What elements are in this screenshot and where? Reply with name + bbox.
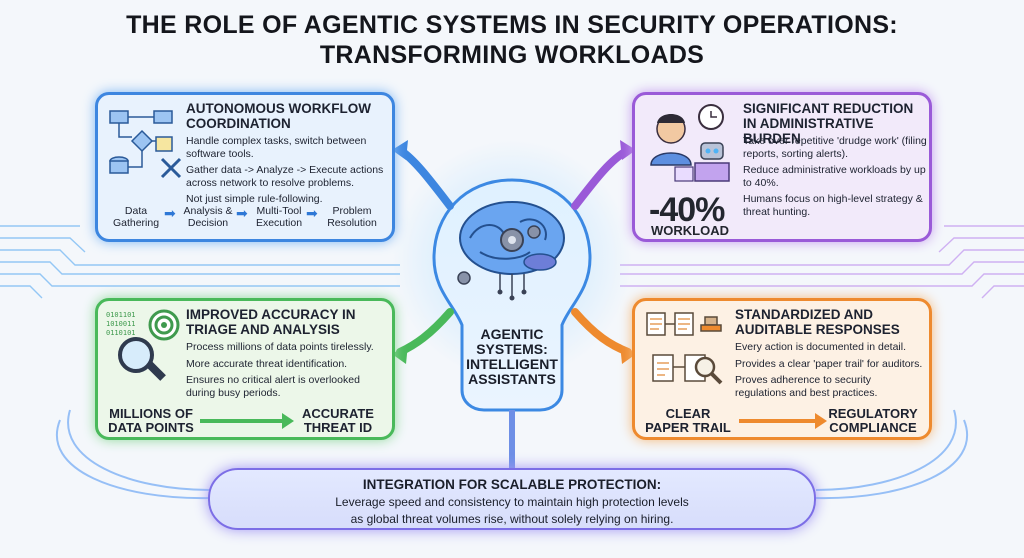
- brain-icon: [457, 201, 565, 301]
- workflow-diagram-icon: [109, 110, 182, 179]
- swoop-lines: [56, 409, 968, 500]
- arrow-right-icon: [200, 413, 294, 429]
- audit-from-label: CLEAR PAPER TRAIL: [645, 406, 731, 435]
- bullet: Gather data -> Analyze -> Execute action…: [186, 164, 384, 189]
- svg-text:0101101: 0101101: [106, 311, 136, 319]
- flow-step: Multi-Tool Execution: [255, 205, 303, 229]
- circuit-lines-left: [0, 225, 400, 299]
- integration-banner: INTEGRATION FOR SCALABLE PROTECTION: Lev…: [208, 468, 816, 530]
- audit-to-label: REGULATORY COMPLIANCE: [828, 406, 918, 435]
- bullet: Every action is documented in detail.: [735, 341, 907, 353]
- svg-text:0110101: 0110101: [106, 329, 136, 337]
- panel-improved-accuracy: 0101101 1010011 0110101 IMPROVED ACCURAC…: [95, 298, 395, 440]
- panel-administrative-burden: SIGNIFICANT REDUCTION IN ADMINISTRATIVE …: [632, 92, 932, 242]
- flow-step: Analysis & Decision: [183, 205, 233, 229]
- panel-body: Process millions of data points tireless…: [186, 341, 391, 403]
- arrow-right-icon: ➡: [164, 205, 176, 221]
- bullet: Process millions of data points tireless…: [186, 341, 374, 353]
- banner-line-1: Leverage speed and consistency to mainta…: [335, 495, 689, 509]
- panel-heading: AUTONOMOUS WORKFLOW COORDINATION: [186, 101, 371, 131]
- bullet: Provides a clear 'paper trail' for audit…: [735, 357, 923, 370]
- title-line-2: TRANSFORMING WORKLOADS: [319, 41, 705, 69]
- panel-heading: IMPROVED ACCURACY IN TRIAGE AND ANALYSIS: [186, 307, 356, 337]
- panel-heading: SIGNIFICANT REDUCTION IN ADMINISTRATIVE …: [743, 101, 914, 146]
- panel-body: Every action is documented in detail. Pr…: [735, 341, 925, 403]
- svg-text:1010011: 1010011: [106, 320, 136, 328]
- bullet: Not just simple rule-following.: [186, 193, 323, 205]
- panel-body: Take over repetitive 'drudge work' (fili…: [743, 135, 928, 222]
- person-robot-icon: [650, 104, 730, 182]
- documents-stamp-icon: [646, 312, 723, 385]
- flow-step: Data Gathering: [112, 205, 160, 229]
- bullet: Reduce administrative workloads by up to…: [743, 164, 926, 189]
- title-line-1: THE ROLE OF AGENTIC SYSTEMS IN SECURITY …: [126, 11, 898, 39]
- bullet: Humans focus on high-level strategy & th…: [743, 193, 923, 218]
- arrow-right-icon: ➡: [306, 205, 318, 221]
- panel-heading: STANDARDIZED AND AUDITABLE RESPONSES: [735, 307, 900, 337]
- arrow-right-icon: ➡: [236, 205, 248, 221]
- bullet: Ensures no critical alert is overlooked …: [186, 374, 360, 399]
- panel-body: Handle complex tasks, switch between sof…: [186, 135, 391, 210]
- bullet: Handle complex tasks, switch between sof…: [186, 135, 367, 160]
- accuracy-to-label: ACCURATE THREAT ID: [302, 406, 374, 435]
- bullet: More accurate threat identification.: [186, 357, 348, 370]
- bullet: Take over repetitive 'drudge work' (fili…: [743, 135, 927, 160]
- flow-step: Problem Resolution: [327, 205, 377, 229]
- banner-heading: INTEGRATION FOR SCALABLE PROTECTION:: [362, 477, 662, 492]
- panel-standardized-responses: STANDARDIZED AND AUDITABLE RESPONSES Eve…: [632, 298, 932, 440]
- bullet: Proves adherence to security regulations…: [735, 374, 878, 399]
- panel-autonomous-workflow: AUTONOMOUS WORKFLOW COORDINATION Handle …: [95, 92, 395, 242]
- workload-stat: -40%: [649, 191, 725, 229]
- circuit-lines-right: [620, 225, 1024, 299]
- workload-stat-label: WORKLOAD: [651, 223, 729, 238]
- center-label: AGENTIC SYSTEMS: INTELLIGENT ASSISTANTS: [466, 326, 558, 387]
- banner-line-2: as global threat volumes rise, without s…: [350, 512, 674, 526]
- arrow-right-icon: [739, 413, 827, 429]
- accuracy-from-label: MILLIONS OF DATA POINTS: [108, 406, 194, 435]
- magnifier-target-icon: 0101101 1010011 0110101: [106, 309, 180, 381]
- page-title: THE ROLE OF AGENTIC SYSTEMS IN SECURITY …: [0, 10, 1024, 70]
